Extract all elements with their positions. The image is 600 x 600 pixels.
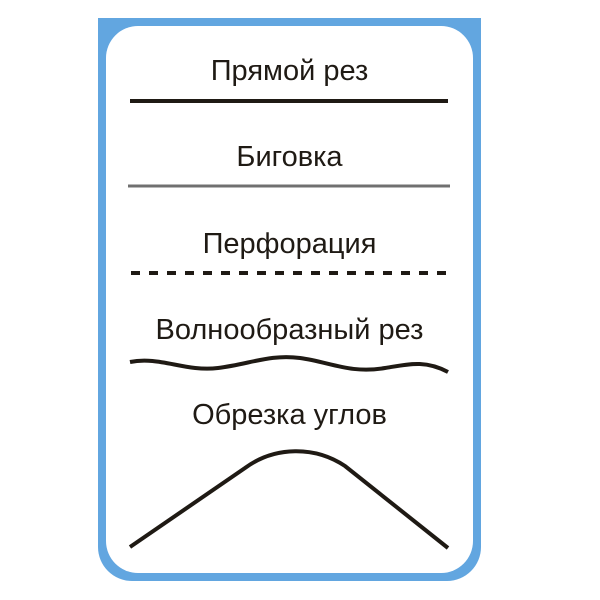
wavy-cut-line-icon xyxy=(129,355,449,374)
corner-rounding-line-icon xyxy=(128,449,450,550)
label-wavy-cut: Волнообразный рез xyxy=(155,314,424,346)
legend-panel xyxy=(106,26,473,573)
label-creasing: Биговка xyxy=(236,141,343,173)
label-straight-cut: Прямой рез xyxy=(210,55,369,87)
label-perforation: Перфорация xyxy=(202,228,377,260)
label-corner-rounding: Обрезка углов xyxy=(192,399,387,431)
